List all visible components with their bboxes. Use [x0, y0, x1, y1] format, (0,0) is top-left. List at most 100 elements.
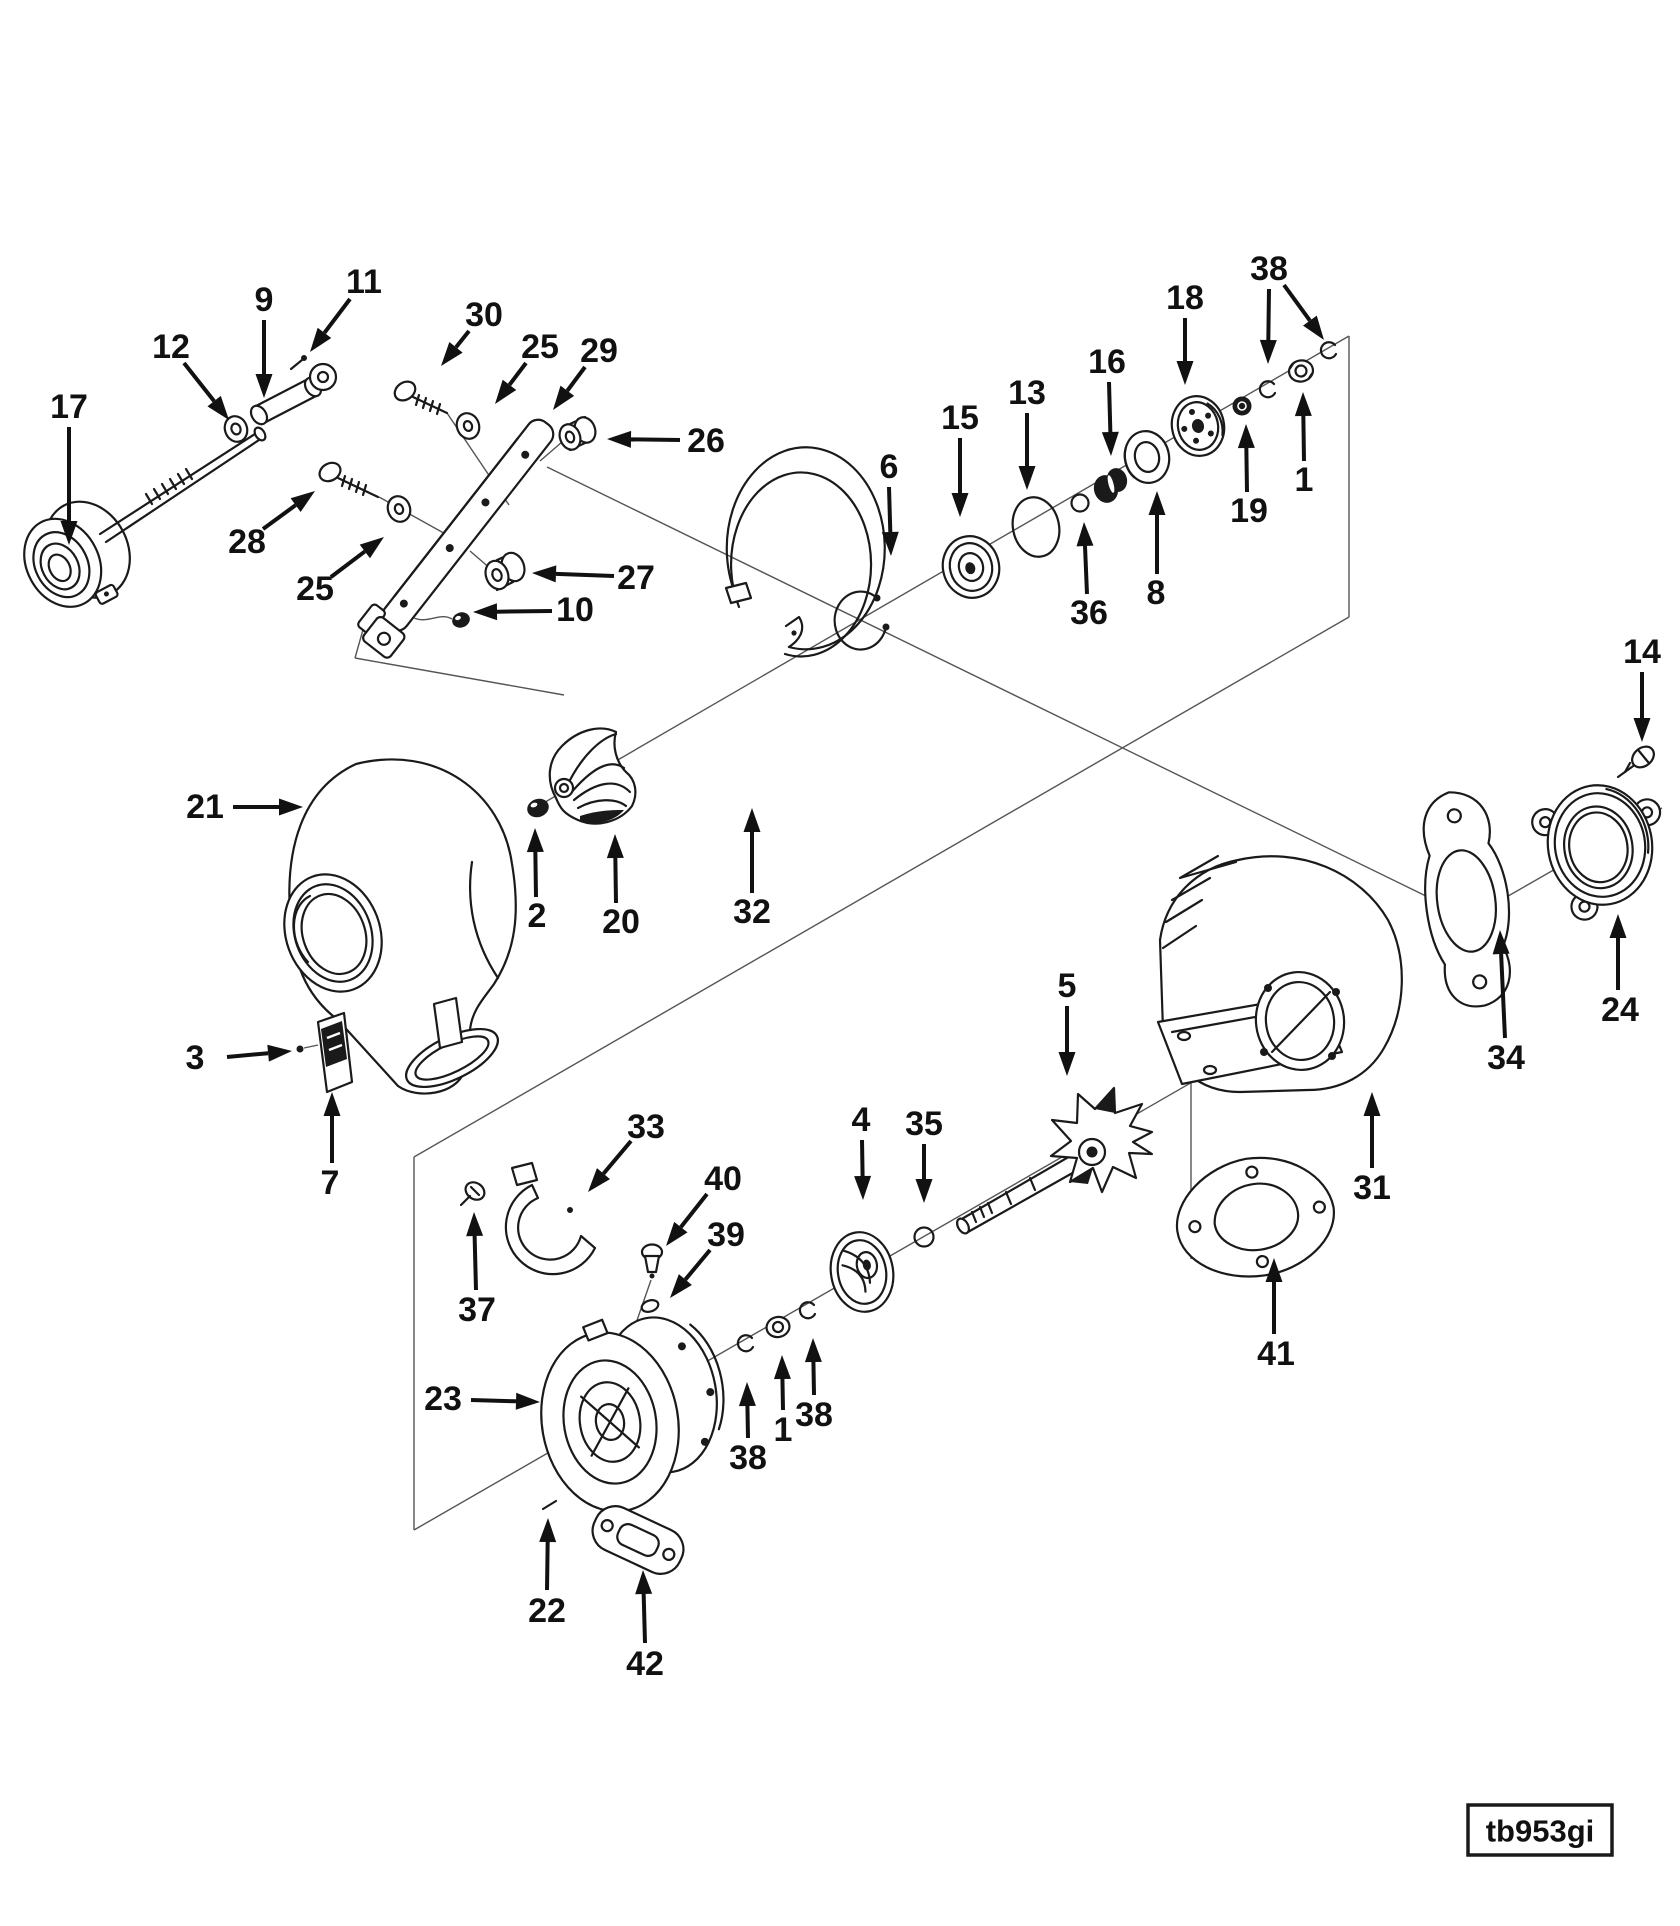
callout-label-1: 1 [1295, 461, 1314, 499]
callout-38-41: 38 [729, 1382, 767, 1477]
part-25-washer-lower [386, 495, 412, 523]
callout-arrow-shaft [641, 1593, 647, 1644]
callout-label-31: 31 [1353, 1169, 1391, 1207]
callout-arrow-head [526, 828, 544, 853]
callout-23-37: 23 [424, 1380, 540, 1418]
callout-arrow-shaft [601, 1139, 633, 1175]
callout-arrow-head [310, 327, 332, 352]
part-40-plug [640, 1243, 664, 1279]
callout-arrow-shaft [1282, 283, 1312, 322]
callout-arrow-head [738, 1382, 756, 1407]
callout-arrow-head [607, 430, 632, 448]
callout-24-23: 24 [1601, 914, 1639, 1029]
callout-label-32: 32 [733, 893, 771, 931]
callout-label-38: 38 [729, 1439, 767, 1477]
part-1-nut-lower [765, 1315, 791, 1339]
callout-arrow-head [553, 385, 575, 410]
part-16-bearing [1093, 468, 1128, 503]
callout-label-1: 1 [774, 1411, 793, 1449]
callout-arrow-shaft [533, 851, 538, 898]
callout-19-18: 19 [1230, 424, 1268, 530]
callout-arrow-head [1076, 522, 1094, 547]
callout-arrow-shaft [555, 571, 615, 578]
callout-11-3: 11 [310, 263, 382, 352]
callout-arrow-head [473, 603, 498, 621]
callout-arrow-head [267, 1044, 292, 1062]
callout-label-26: 26 [687, 422, 725, 460]
callout-arrow-shaft [1301, 415, 1306, 462]
callout-42-45: 42 [626, 1570, 664, 1683]
callout-arrow-head [1259, 339, 1277, 364]
callout-arrow-head [1633, 718, 1651, 742]
part-9-pin [249, 362, 338, 426]
callout-21-27: 21 [186, 788, 303, 826]
part-27-spacer [484, 551, 526, 592]
callout-arrow-head [881, 531, 899, 556]
callout-label-28: 28 [228, 523, 266, 561]
callout-label-25: 25 [296, 570, 334, 608]
part-19-locknut [1232, 396, 1252, 416]
callout-25-5: 25 [495, 328, 559, 404]
callout-17-0: 17 [50, 388, 88, 545]
callout-label-38: 38 [795, 1396, 833, 1434]
callout-arrow-shaft [1266, 288, 1271, 341]
callout-arrow-head [359, 537, 384, 559]
callout-arrow-head [951, 493, 969, 517]
part-12-washer [223, 415, 249, 443]
callout-label-25: 25 [521, 328, 559, 366]
callout-arrow-head [1018, 466, 1036, 490]
callout-arrow-shaft [683, 1248, 712, 1281]
callout-4-38: 4 [852, 1101, 872, 1200]
part-28-bolt [318, 461, 380, 499]
callout-15-13: 15 [941, 399, 979, 517]
callout-arrow-shaft [507, 361, 528, 387]
part-29-bracket [357, 418, 555, 659]
figure-code-box: tb953gi [1466, 1803, 1614, 1857]
callout-label-24: 24 [1601, 991, 1639, 1029]
callout-40-35: 40 [666, 1160, 742, 1246]
part-32-retaining-ring-large [724, 446, 886, 658]
part-13-o-ring [1011, 496, 1061, 558]
part-8-washer [1123, 430, 1171, 484]
part-38-washer-right [798, 1301, 817, 1320]
callout-36-20: 36 [1070, 522, 1108, 632]
callout-arrow-shaft [860, 1139, 865, 1177]
callout-label-13: 13 [1008, 374, 1046, 412]
callout-label-36: 36 [1070, 594, 1108, 632]
part-38-washer-b [1319, 341, 1338, 360]
part-37-screw [459, 1181, 486, 1207]
callout-arrow-head [635, 1570, 653, 1595]
callout-label-21: 21 [186, 788, 224, 826]
callout-arrow-head [606, 834, 624, 859]
part-35-seal-ring [913, 1226, 935, 1248]
callout-13-14: 13 [1008, 374, 1046, 490]
callout-arrow-head [1265, 1258, 1283, 1282]
part-3-id-tag [296, 1011, 354, 1094]
callout-arrow-head [1058, 1052, 1076, 1076]
callout-1-19: 1 [1294, 392, 1314, 499]
part-39-o-ring-small [640, 1299, 660, 1313]
callout-arrow-shaft [745, 1405, 750, 1439]
callout-label-39: 39 [707, 1216, 745, 1254]
callout-arrow-shaft [1107, 381, 1113, 433]
callout-arrow-head [290, 491, 315, 513]
callout-18-16: 18 [1166, 279, 1204, 385]
callout-38-17: 38 [1250, 250, 1324, 364]
callout-arrow-head [1294, 392, 1312, 417]
part-21-compressor-housing [283, 758, 517, 1095]
callout-38-43: 38 [795, 1338, 833, 1434]
callout-1-42: 1 [774, 1355, 793, 1449]
callout-34-24: 34 [1487, 930, 1525, 1077]
callout-9-2: 9 [255, 281, 273, 398]
callout-3-31: 3 [186, 1039, 292, 1077]
callout-arrow-head [1176, 361, 1194, 385]
callout-14-22: 14 [1623, 633, 1661, 742]
callout-31-25: 31 [1353, 1092, 1391, 1207]
callout-arrow-head [915, 1179, 933, 1203]
callout-label-7: 7 [321, 1164, 340, 1202]
part-14-bolt [1616, 745, 1655, 779]
callout-arrow-head [804, 1338, 822, 1363]
part-18-backing-plate [1170, 395, 1226, 457]
